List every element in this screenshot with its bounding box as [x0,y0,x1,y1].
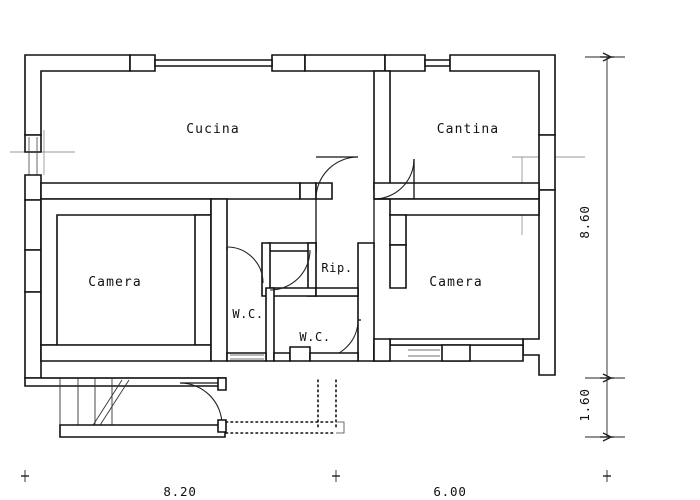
dimension-label-height-porch: 1.60 [577,388,592,421]
room-label-wc-left: W.C. [232,307,263,321]
room-label-camera-right: Camera [429,275,483,290]
door-arc-rip [269,249,311,291]
room-label-rip: Rip. [321,261,352,275]
door-arc-entry [179,382,223,426]
dimension-label-width-left: 8.20 [163,484,196,499]
door-arc-cucina [315,156,359,200]
door-arc-wc-left [226,246,264,284]
room-walls-camera-right [373,198,540,362]
porch-and-stairs [24,377,345,438]
room-label-cucina: Cucina [186,122,240,137]
corridor-walls [315,199,375,247]
dimension-vertical-porch [585,373,625,442]
room-label-wc-right: W.C. [299,330,330,344]
room-label-camera-left: Camera [88,275,142,290]
dimension-horizontal [21,470,611,482]
room-label-cantina: Cantina [437,122,500,137]
interior-partition-top [40,70,540,200]
core-walls [210,198,375,362]
south-wall [226,346,359,362]
dimension-label-height-main: 8.60 [577,205,592,238]
axis-centerline-left [10,130,75,175]
dimension-label-width-right: 6.00 [433,484,466,499]
exterior-walls [24,54,556,379]
